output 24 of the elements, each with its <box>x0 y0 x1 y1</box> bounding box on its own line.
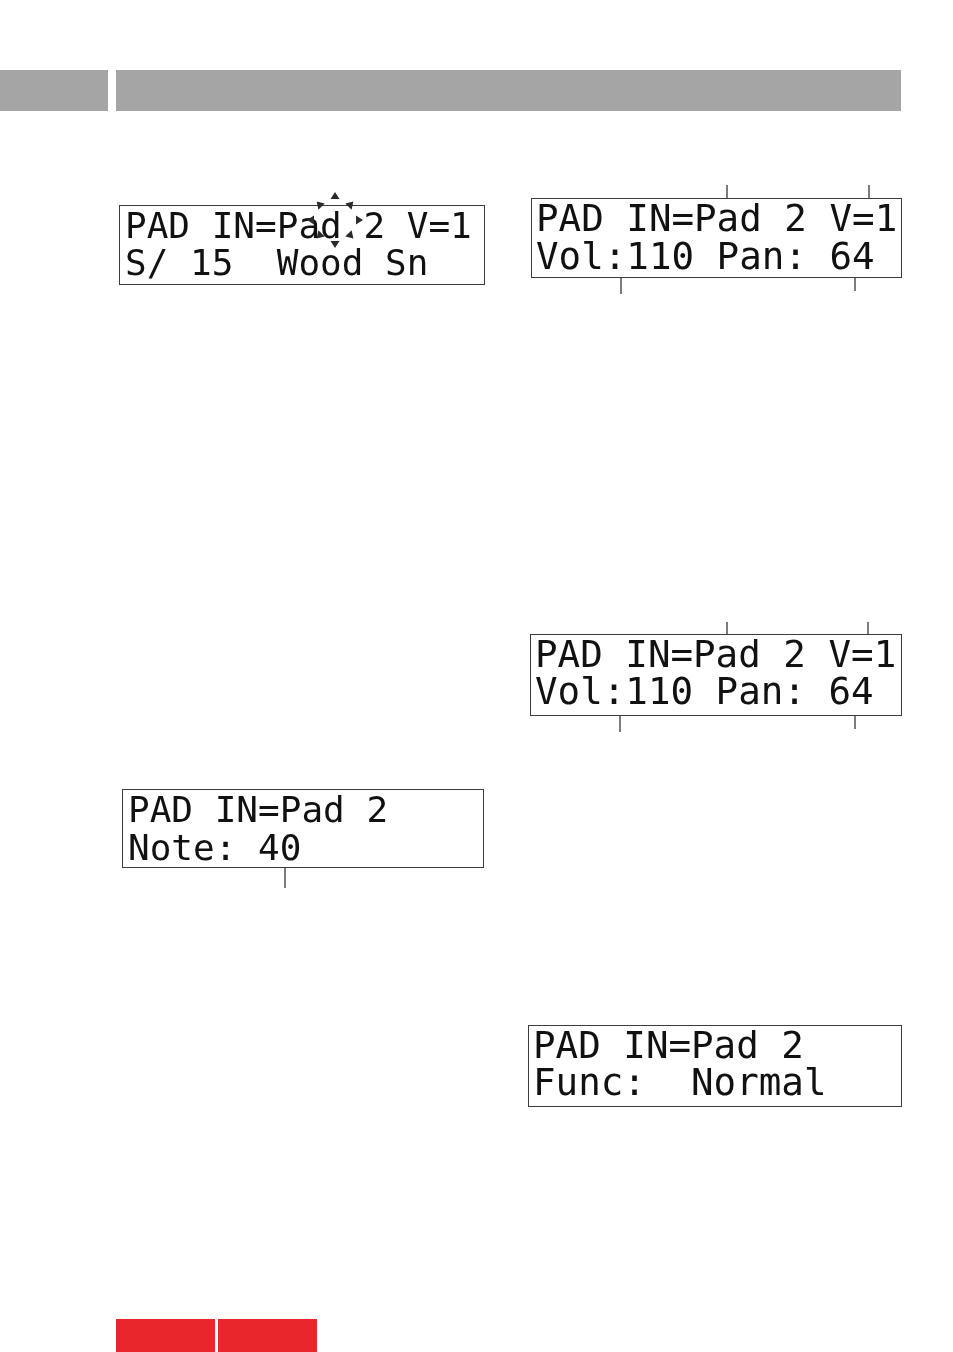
display-line: PAD IN=Pad 2 V=1 <box>125 211 472 241</box>
display-line: S/ 15 Wood Sn <box>125 248 429 278</box>
display-line: PAD IN=Pad 2 V=1 <box>536 199 898 237</box>
lcd-display <box>528 1025 902 1107</box>
display-line: Vol:110 Pan: 64 <box>535 673 874 710</box>
leader-line <box>284 867 286 889</box>
leader-line <box>619 715 621 733</box>
display-line: PAD IN=Pad 2 <box>533 1027 804 1064</box>
leader-line <box>620 277 622 295</box>
display-line: Vol:110 Pan: 64 <box>536 237 875 275</box>
display-line: PAD IN=Pad 2 V=1 <box>535 636 897 673</box>
lcd-display <box>530 634 902 716</box>
display-line: PAD IN=Pad 2 <box>128 791 389 829</box>
leader-line <box>854 277 856 292</box>
display-line: Func: Normal <box>533 1064 827 1101</box>
lcd-display <box>531 198 902 278</box>
lcd-display <box>119 205 485 285</box>
leader-line <box>867 621 869 635</box>
leader-line <box>726 184 728 199</box>
display-line: Note: 40 <box>128 829 302 867</box>
lcd-display <box>122 789 484 868</box>
leader-line <box>726 621 728 635</box>
leader-line <box>854 715 856 730</box>
leader-line <box>868 184 870 199</box>
